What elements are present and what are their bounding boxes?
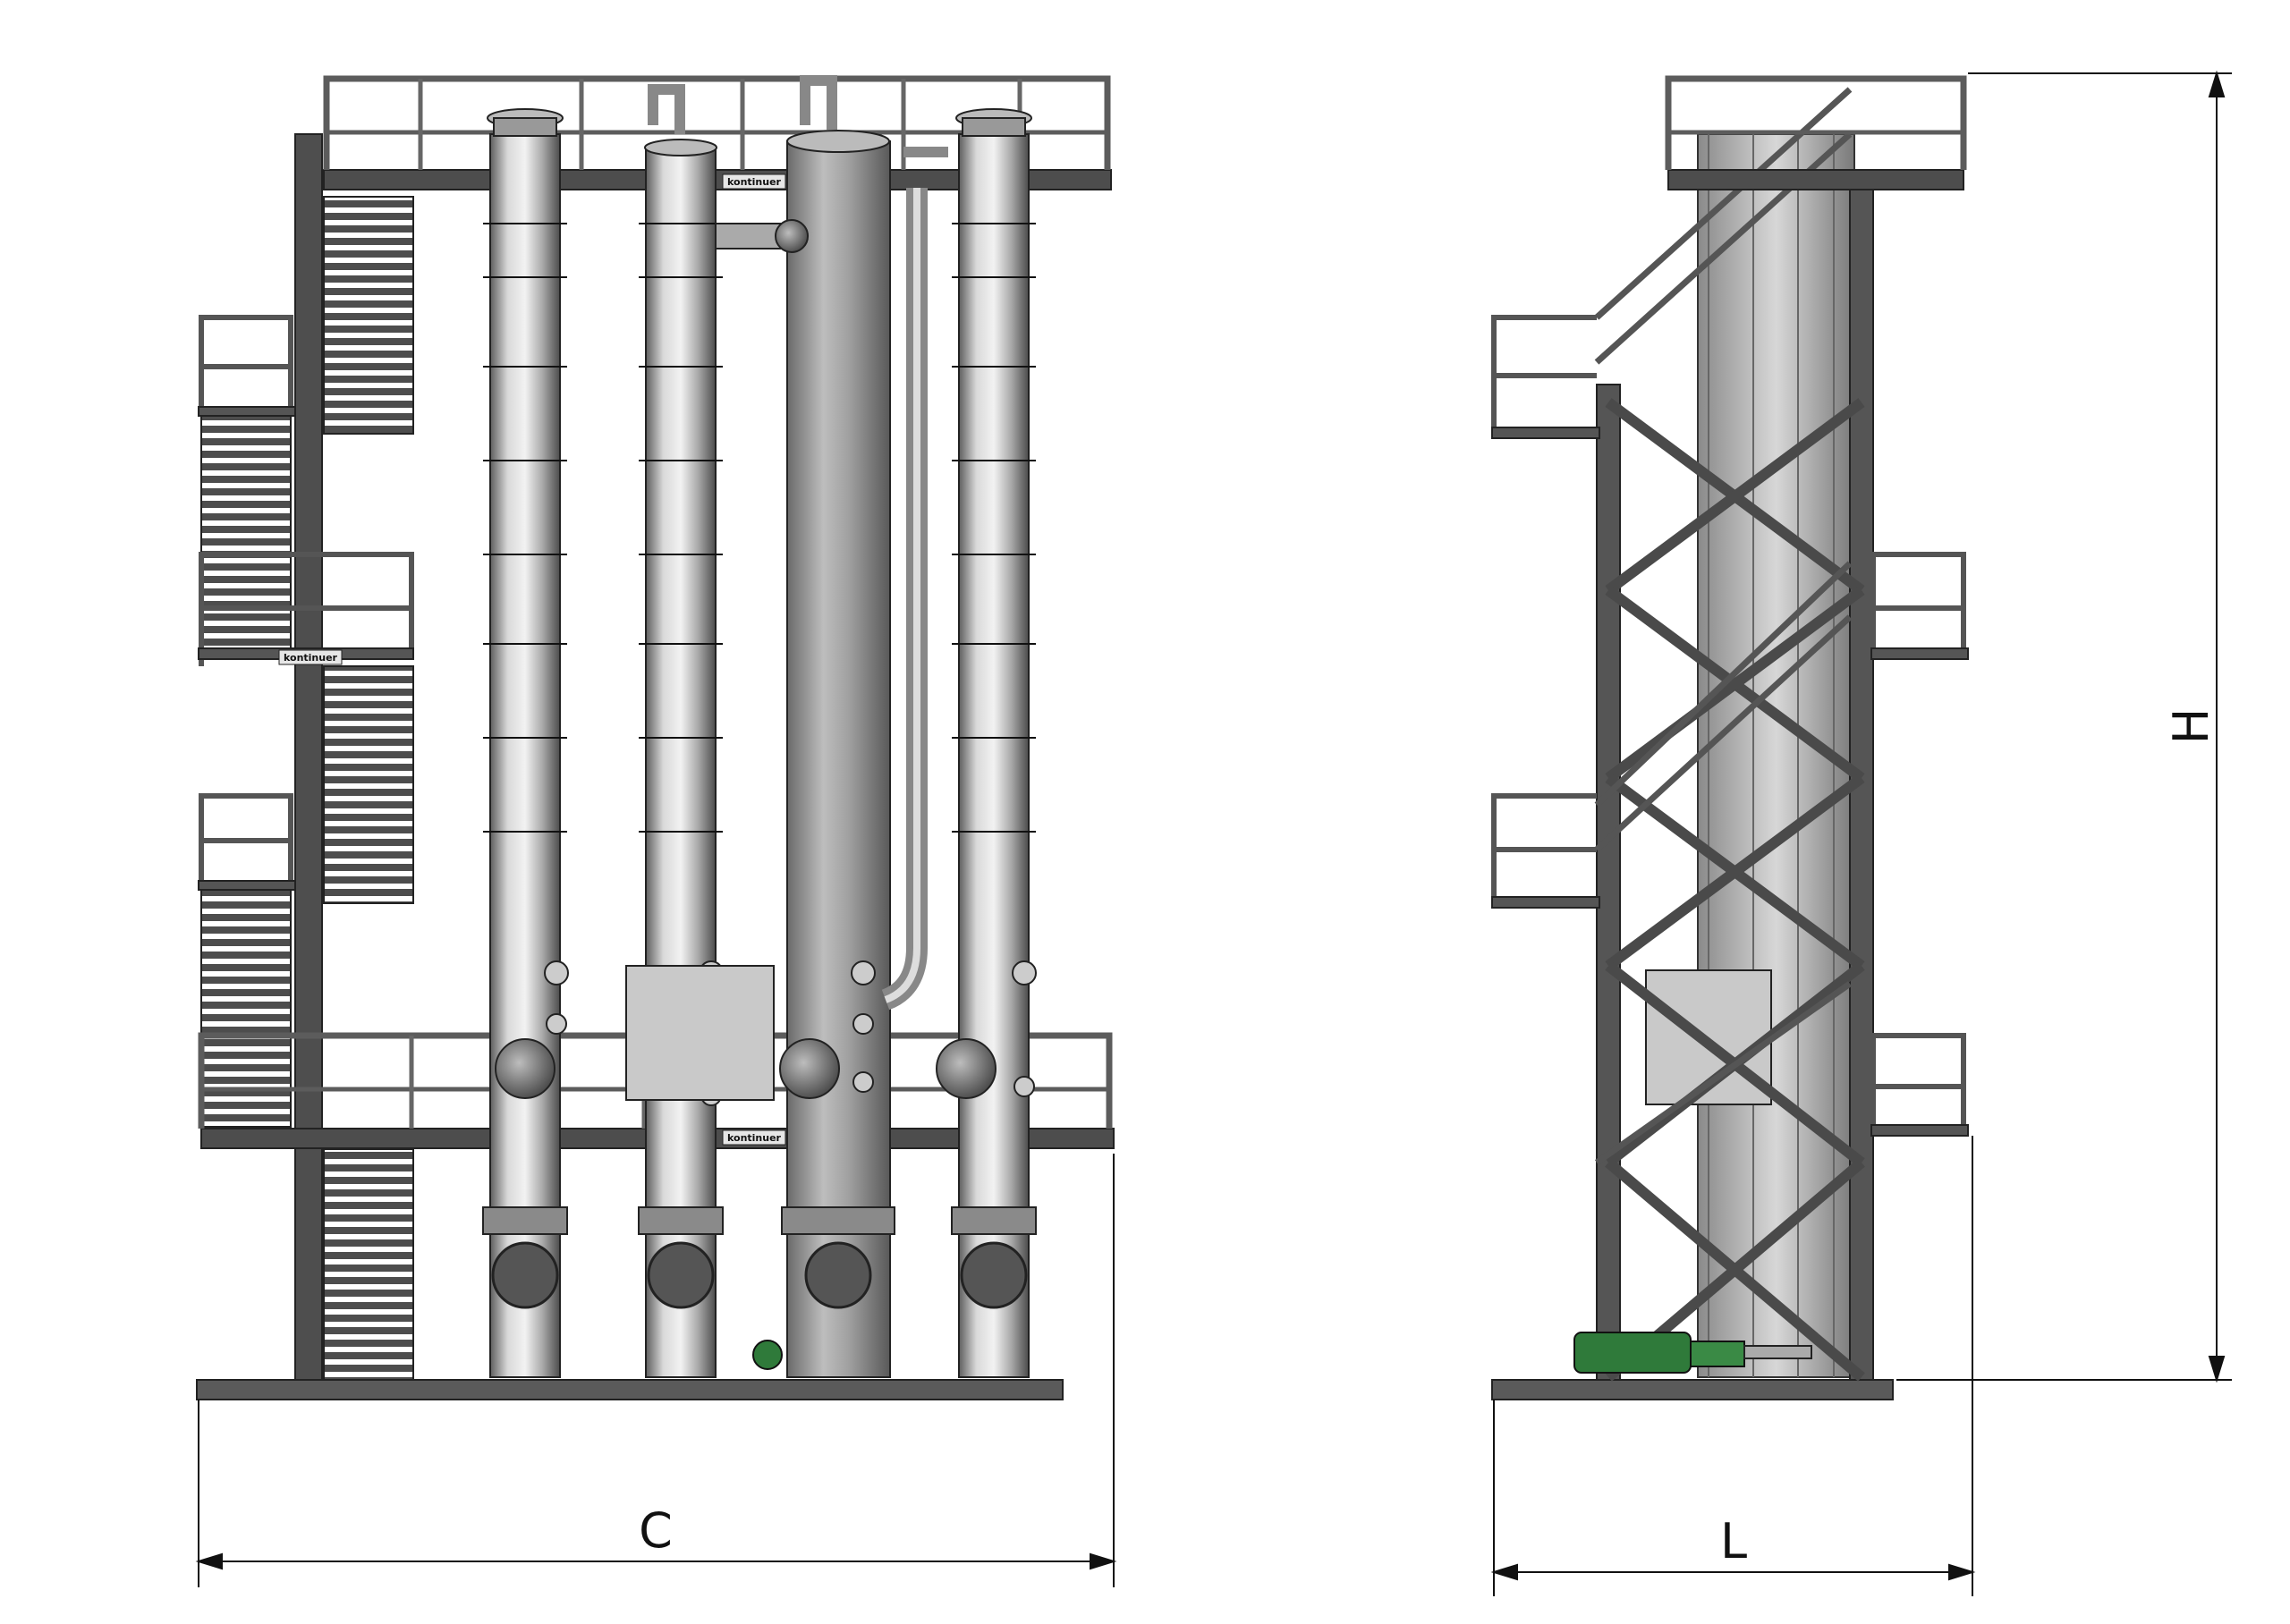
top-vapor-pipes [648,75,948,157]
dimension-l-label: L [1720,1513,1747,1569]
logo-landing: kontinuer [284,652,338,664]
evaporator-column-4 [936,108,1037,1378]
dimension-h-label: H [2163,708,2219,745]
separator-vessel [779,130,895,1378]
dimension-depth [1490,1136,1976,1596]
dimension-width [195,1154,1117,1587]
front-support-column [294,133,323,1381]
logo-top: kontinuer [727,176,782,188]
side-top-platform [1665,75,1967,190]
side-landings [1491,315,1969,1137]
front-base-plate [196,1379,1064,1400]
side-pump [1573,1332,1812,1374]
dimension-height [1896,70,2232,1383]
evaporator-column-1 [482,108,569,1378]
front-columns [482,75,1037,1378]
evaporator-column-2 [638,139,724,1378]
side-cross-bracing [1605,398,1865,1382]
side-base-plate [1491,1379,1894,1400]
logo-mid: kontinuer [727,1132,782,1144]
front-pump [752,1340,783,1370]
front-logos: kontinuer kontinuer kontinuer [278,173,786,1146]
front-view: kontinuer kontinuer kontinuer C [195,75,1117,1587]
condensate-tank [625,965,775,1101]
side-view: L H [1490,70,2232,1596]
dimension-c-label: C [639,1502,673,1559]
side-frame-leg-front [1596,384,1621,1381]
column-rings [483,223,1036,833]
